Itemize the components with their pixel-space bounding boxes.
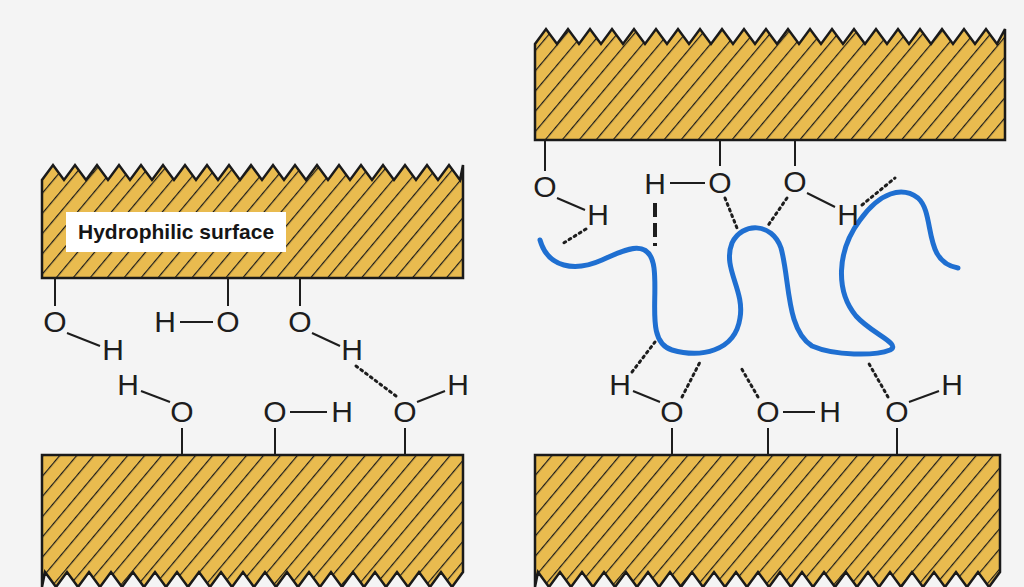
atom-label: O bbox=[288, 307, 311, 337]
surface-label: Hydrophilic surface bbox=[78, 220, 274, 243]
atom-label: H bbox=[609, 370, 631, 400]
atom-label: O bbox=[783, 167, 806, 197]
atom-label: H bbox=[117, 370, 139, 400]
atom-label: H bbox=[331, 397, 353, 427]
hydrogen-bond bbox=[653, 203, 657, 246]
surface-plate bbox=[42, 455, 463, 587]
atom-label: H bbox=[837, 200, 859, 230]
surface-plates bbox=[42, 29, 1005, 587]
atom-label: H bbox=[447, 370, 469, 400]
surface-plate bbox=[535, 455, 1000, 587]
atom-label: O bbox=[885, 397, 908, 427]
atom-label: H bbox=[587, 200, 609, 230]
atom-label: O bbox=[170, 397, 193, 427]
atom-label: O bbox=[393, 397, 416, 427]
surface-plate bbox=[535, 29, 1005, 140]
atom-label: O bbox=[216, 307, 239, 337]
atom-label: O bbox=[756, 397, 779, 427]
polymer-chain bbox=[540, 192, 958, 354]
atom-label: O bbox=[660, 397, 683, 427]
atom-label: O bbox=[533, 172, 556, 202]
atom-label: H bbox=[644, 169, 666, 199]
hydrogen-bonds bbox=[356, 178, 895, 397]
covalent-bonds bbox=[55, 140, 939, 455]
atom-label: H bbox=[102, 335, 124, 365]
surface-label-box: Hydrophilic surface bbox=[66, 212, 286, 252]
atom-label: O bbox=[263, 397, 286, 427]
atom-label: H bbox=[941, 370, 963, 400]
atom-label: O bbox=[708, 168, 731, 198]
surface-plate bbox=[42, 165, 463, 278]
atom-label: H bbox=[154, 307, 176, 337]
atom-label: O bbox=[43, 307, 66, 337]
atom-label: H bbox=[341, 335, 363, 365]
atom-label: H bbox=[819, 397, 841, 427]
